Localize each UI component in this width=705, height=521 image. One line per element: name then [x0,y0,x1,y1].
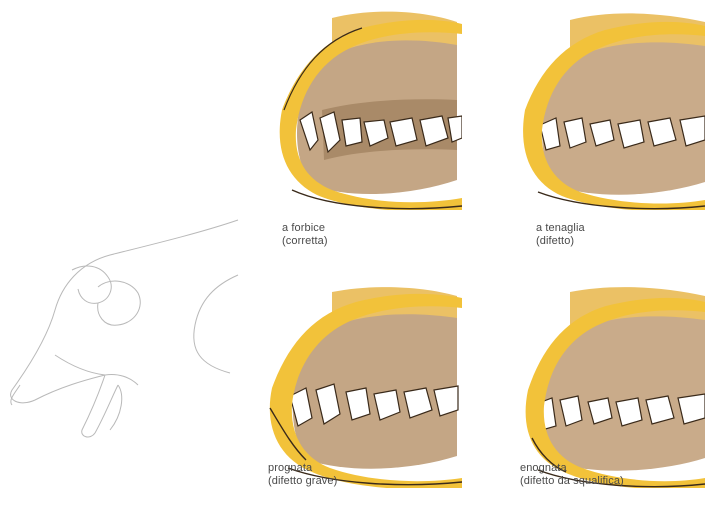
caption-title: a tenaglia [536,222,585,235]
caption-note: (difetto grave) [268,475,337,488]
panel-level-bite: a tenaglia (difetto) [510,0,705,240]
caption-note: (corretta) [282,235,328,248]
panel-overshot-bite: prognata (difetto grave) [262,278,462,521]
panel-undershot-bite: enognata (difetto da squalifica) [510,278,705,521]
overshot-bite-drawing [262,278,462,488]
caption-undershot: enognata (difetto da squalifica) [520,462,624,488]
scissor-bite-drawing [262,0,462,210]
caption-overshot: prognata (difetto grave) [268,462,337,488]
dog-head-sketch [0,215,250,465]
caption-title: enognata [520,462,624,475]
level-bite-drawing [510,0,705,210]
undershot-bite-drawing [510,278,705,488]
caption-title: prognata [268,462,337,475]
caption-scissor: a forbice (corretta) [282,222,328,248]
caption-level: a tenaglia (difetto) [536,222,585,248]
caption-title: a forbice [282,222,328,235]
caption-note: (difetto da squalifica) [520,475,624,488]
caption-note: (difetto) [536,235,585,248]
panel-scissor-bite: a forbice (corretta) [262,0,462,240]
